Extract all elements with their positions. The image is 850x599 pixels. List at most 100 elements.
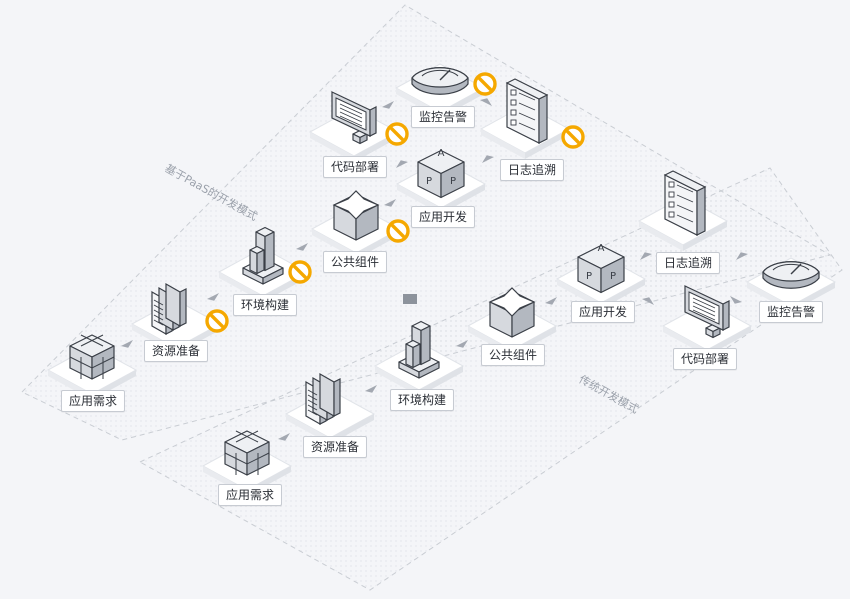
trad-label-app-requirement: 应用需求 xyxy=(217,484,283,506)
building-base-right xyxy=(418,361,440,379)
checklist-line xyxy=(676,204,694,213)
building-annex-right xyxy=(256,249,265,275)
app-cube-icon: A P P xyxy=(577,243,625,294)
server-rack-icon xyxy=(151,282,187,336)
rack-line xyxy=(153,299,164,306)
flow-arrow-icon xyxy=(365,385,377,393)
blocked-icon xyxy=(288,260,312,284)
gauge-icon xyxy=(762,261,820,289)
rack-line xyxy=(153,304,164,311)
app-cube-right xyxy=(440,161,465,199)
building-annex-left xyxy=(249,249,258,275)
building-icon xyxy=(398,320,440,379)
paas-tile-log-right-edge xyxy=(525,129,569,159)
checklist-side xyxy=(696,186,706,236)
monitor-icon xyxy=(331,91,377,145)
flow-arrow-icon xyxy=(278,433,290,441)
component-cross-icon xyxy=(488,287,536,338)
rack-line xyxy=(307,409,318,416)
component-cross-icon xyxy=(332,190,380,241)
checklist-line xyxy=(676,214,694,223)
checklist-box xyxy=(510,119,517,126)
paas-label-common-component: 公共组件 xyxy=(322,251,388,273)
paas-label-resource-prep: 资源准备 xyxy=(143,340,209,362)
flow-arrow-icon xyxy=(642,297,654,305)
rack-line xyxy=(153,314,164,321)
server-rack-icon xyxy=(305,372,341,426)
checklist-box xyxy=(668,211,675,218)
paas-label-app-requirement: 应用需求 xyxy=(60,390,126,412)
traditional-tile-env-left-edge xyxy=(375,366,419,396)
checklist-icon xyxy=(663,170,707,236)
blocked-icon xyxy=(561,125,585,149)
checklist-box xyxy=(668,181,675,188)
monitor-line xyxy=(339,107,363,119)
checklist-line xyxy=(518,112,536,121)
rack-side xyxy=(179,288,187,327)
monitor-icon xyxy=(684,285,730,339)
rack-side xyxy=(333,378,341,417)
checklist-line xyxy=(518,102,536,111)
rack-panel xyxy=(319,372,335,418)
trad-label-resource-prep: 资源准备 xyxy=(302,436,368,458)
monitor-line xyxy=(692,301,716,313)
blocked-icon xyxy=(385,122,409,146)
checklist-box xyxy=(510,89,517,96)
checklist-line xyxy=(676,184,694,193)
rack-line xyxy=(307,404,318,411)
checklist-line xyxy=(518,92,536,101)
transition-arrow-icon xyxy=(403,294,417,304)
flow-arrow-icon xyxy=(482,155,494,163)
app-letter: P xyxy=(450,176,456,187)
flow-arrow-icon xyxy=(736,252,748,260)
flow-arrow-icon xyxy=(640,252,652,260)
paas-label-env-build: 环境构建 xyxy=(232,294,298,316)
monitor-line xyxy=(692,309,716,321)
checklist-line xyxy=(518,122,536,131)
app-cube-right xyxy=(600,256,625,294)
rack-line xyxy=(153,309,164,316)
cube-grid-icon xyxy=(224,430,270,476)
checklist-top xyxy=(663,170,707,192)
monitor-line xyxy=(339,115,363,127)
app-letter: P xyxy=(610,271,616,282)
component-star xyxy=(332,190,380,220)
trad-label-log-trace: 日志追溯 xyxy=(655,252,721,274)
rack-line xyxy=(307,399,318,406)
paas-label-app-dev: 应用开发 xyxy=(410,206,476,228)
checklist-icon xyxy=(505,78,549,144)
paas-tile-dep-left-edge xyxy=(310,132,354,162)
gauge-icon xyxy=(411,67,469,95)
flow-arrow-icon xyxy=(396,160,408,168)
building-annex-left xyxy=(405,343,414,369)
building-tower-right xyxy=(264,231,275,272)
flow-arrow-icon xyxy=(384,199,396,207)
app-letter: P xyxy=(586,271,592,282)
checklist-line xyxy=(676,194,694,203)
flow-arrow-icon xyxy=(480,98,492,106)
monitor-stand-right xyxy=(359,133,368,145)
monitor-line xyxy=(692,305,716,317)
rack-line xyxy=(307,394,318,401)
blocked-icon xyxy=(473,72,497,96)
trad-label-env-build: 环境构建 xyxy=(389,389,455,411)
traditional-tile-log-right-edge xyxy=(683,221,727,251)
flow-arrow-icon xyxy=(382,101,394,109)
monitor-line xyxy=(339,111,363,123)
paas-label-code-deploy: 代码部署 xyxy=(322,156,388,178)
blocked-icon xyxy=(386,219,410,243)
rack-line xyxy=(307,389,318,396)
building-annex-right xyxy=(412,343,421,369)
rack-panel xyxy=(165,282,181,328)
trad-label-common-component: 公共组件 xyxy=(480,344,546,366)
cube-grid-lines xyxy=(224,430,270,475)
paas-label-log-trace: 日志追溯 xyxy=(499,159,565,181)
paas-tile-log-left-edge xyxy=(481,129,525,159)
app-letter: A xyxy=(598,243,605,254)
flow-arrow-icon xyxy=(545,297,557,305)
building-tower-right xyxy=(420,325,431,366)
flow-arrow-icon xyxy=(456,340,468,348)
